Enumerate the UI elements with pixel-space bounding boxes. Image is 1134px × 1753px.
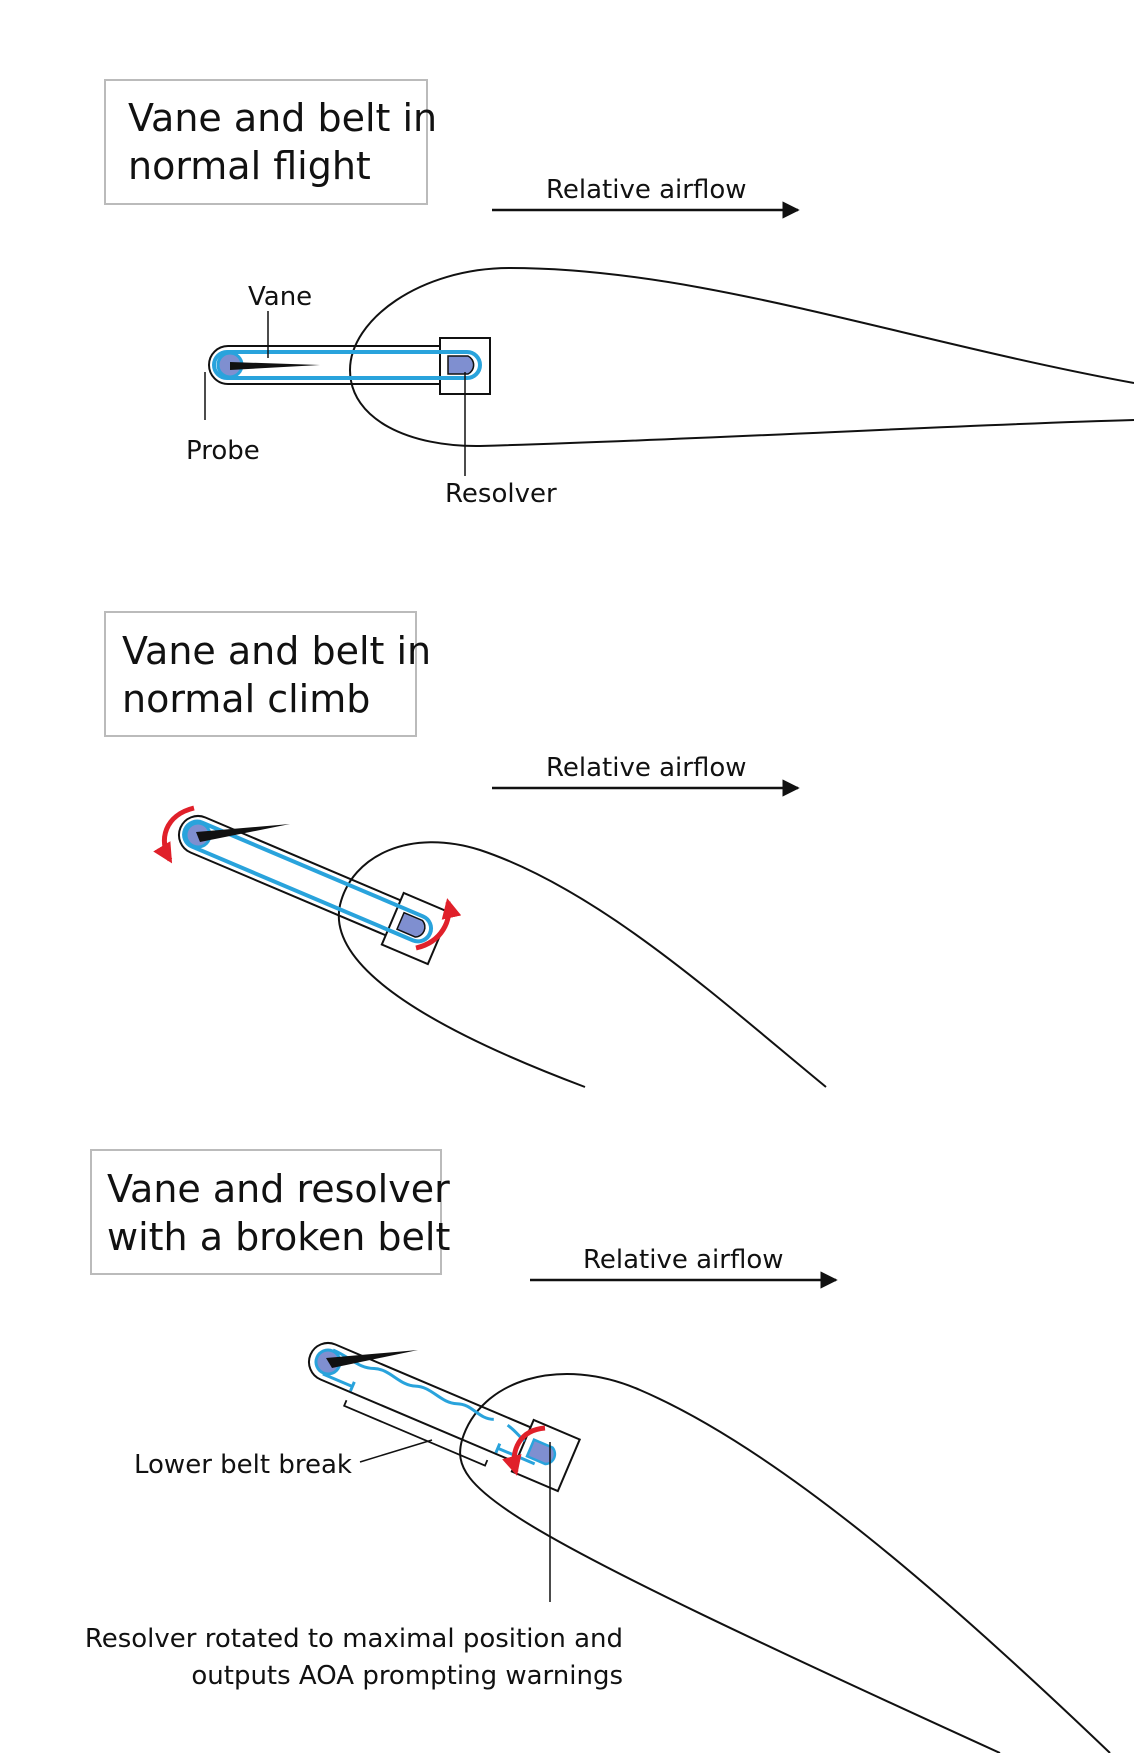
resolver-pulley-1 bbox=[447, 355, 475, 375]
belt-break-label: Lower belt break bbox=[134, 1450, 352, 1480]
vane-blade-1 bbox=[230, 362, 320, 370]
resolver-pulley-3 bbox=[525, 1438, 557, 1466]
probe-3 bbox=[308, 1342, 560, 1476]
probe-label: Probe bbox=[186, 436, 260, 466]
rotation-arrow-resolver-3 bbox=[502, 1425, 546, 1476]
title-box-2: Vane and belt in normal climb bbox=[104, 611, 431, 737]
resolver-label: Resolver bbox=[445, 479, 557, 509]
rotation-arrow-resolver-2 bbox=[415, 898, 462, 951]
probe-1 bbox=[208, 345, 471, 385]
wing-leading-edge-1 bbox=[348, 266, 1134, 448]
airflow-label-1: Relative airflow bbox=[546, 175, 747, 205]
sensor-1 bbox=[208, 337, 491, 395]
title-box-3: Vane and resolver with a broken belt bbox=[90, 1149, 450, 1275]
vane-blade-2 bbox=[196, 824, 290, 842]
panel-normal-flight: Vane and belt in normal flight Relative … bbox=[104, 79, 1134, 509]
airflow-label-2: Relative airflow bbox=[546, 753, 747, 783]
panel-broken-belt: Vane and resolver with a broken belt Rel… bbox=[85, 1149, 1111, 1753]
resolver-note-line-2: outputs AOA prompting warnings bbox=[191, 1661, 623, 1691]
rotation-arrow-vane-2 bbox=[153, 805, 195, 864]
airflow-arrow-1: Relative airflow bbox=[492, 175, 800, 219]
vane-blade-3 bbox=[326, 1350, 418, 1368]
vane-pulley-3 bbox=[314, 1348, 342, 1376]
airflow-arrow-2: Relative airflow bbox=[492, 753, 800, 797]
title-2-line-2: normal climb bbox=[122, 677, 370, 721]
airflow-arrow-3: Relative airflow bbox=[530, 1245, 838, 1289]
callout-vane: Vane bbox=[248, 282, 312, 358]
panel-normal-climb: Vane and belt in normal climb Relative a… bbox=[104, 611, 827, 1088]
wing-leading-edge-2 bbox=[337, 841, 827, 1088]
title-2-line-1: Vane and belt in bbox=[122, 629, 431, 673]
callout-resolver-note: Resolver rotated to maximal position and… bbox=[85, 1442, 623, 1691]
callout-probe: Probe bbox=[186, 372, 260, 466]
wing-leading-edge-3 bbox=[459, 1373, 1111, 1753]
callout-belt-break: Lower belt break bbox=[134, 1439, 433, 1480]
belt-2 bbox=[182, 819, 434, 944]
probe-2 bbox=[178, 815, 430, 949]
sensor-3 bbox=[308, 1342, 582, 1493]
belt-1 bbox=[212, 350, 482, 380]
title-3-line-2: with a broken belt bbox=[107, 1215, 450, 1259]
resolver-note-line-1: Resolver rotated to maximal position and bbox=[85, 1624, 623, 1654]
title-1-line-1: Vane and belt in bbox=[128, 96, 437, 140]
callout-resolver: Resolver bbox=[445, 372, 557, 509]
vane-label: Vane bbox=[248, 282, 312, 312]
belt-break-bracket bbox=[342, 1399, 489, 1467]
sensor-2 bbox=[178, 815, 452, 966]
belt-3-upper bbox=[332, 1348, 494, 1421]
resolver-pulley-2 bbox=[396, 911, 426, 938]
airflow-label-3: Relative airflow bbox=[583, 1245, 784, 1275]
title-1-line-2: normal flight bbox=[128, 144, 371, 188]
title-3-line-1: Vane and resolver bbox=[107, 1167, 450, 1211]
title-box-1: Vane and belt in normal flight bbox=[104, 79, 437, 205]
